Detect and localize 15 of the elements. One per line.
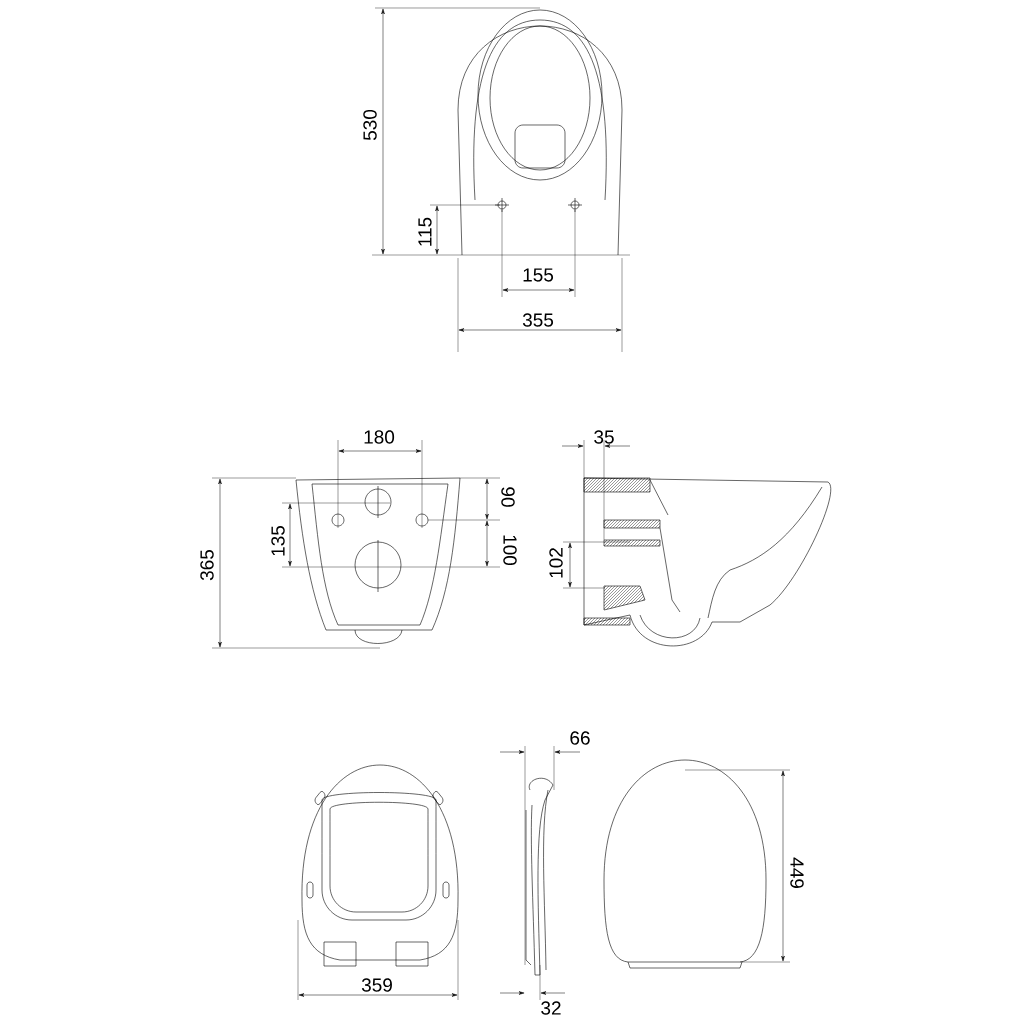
dimension-label: 66 [570, 731, 590, 745]
dimension-label: 530 [363, 109, 377, 141]
dimension-label: 102 [549, 548, 563, 578]
dimension-label: 35 [594, 430, 614, 444]
dimension-label: 115 [418, 217, 432, 246]
dimension-label: 180 [364, 430, 395, 444]
dimension-label: 155 [523, 268, 554, 282]
dimension-label: 32 [541, 1001, 561, 1015]
dimension-label: 359 [361, 978, 392, 992]
dimension-label: 90 [501, 487, 515, 507]
dimension-label: 355 [522, 313, 554, 327]
dimension-label: 365 [200, 549, 214, 581]
dimension-label: 135 [271, 525, 285, 556]
dimension-label: 449 [790, 857, 804, 888]
dimension-label: 100 [503, 535, 517, 566]
